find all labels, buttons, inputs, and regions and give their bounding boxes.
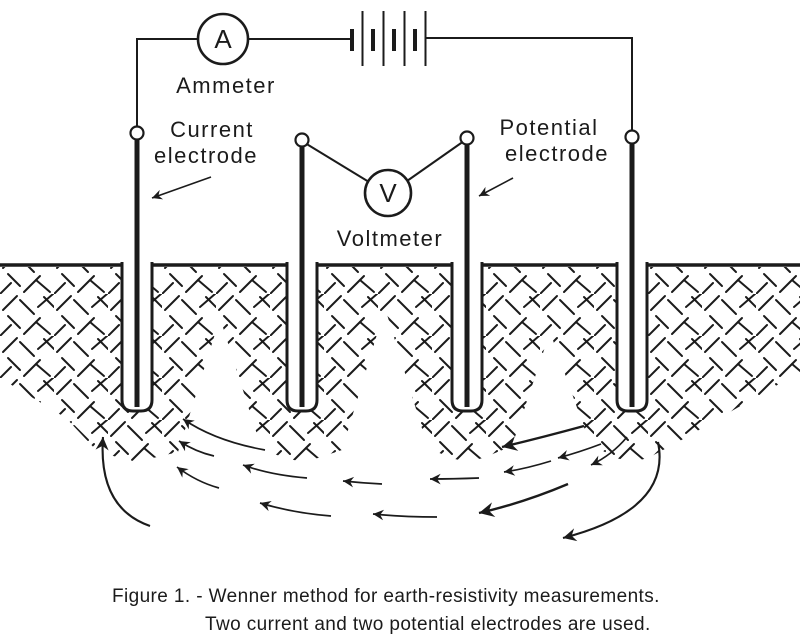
current-electrode-label-line2: electrode: [154, 143, 258, 168]
potential-electrode-pointer-arrow: [478, 177, 514, 197]
figure-caption-line2: Two current and two potential electrodes…: [205, 614, 651, 635]
ammeter-symbol: A: [214, 24, 232, 54]
voltmeter-left-wire: [304, 142, 370, 183]
figure-caption-line1: Figure 1. - Wenner method for earth-resi…: [112, 586, 660, 607]
potential-electrode-label-line2: electrode: [505, 141, 609, 166]
current-flow-arrow: [178, 440, 215, 457]
voltmeter: V Voltmeter: [337, 168, 443, 251]
battery-icon: [350, 11, 427, 66]
terminal-node: [624, 129, 640, 145]
current-flow-arrow: [372, 509, 438, 521]
voltmeter-icon: [363, 168, 413, 218]
current-flow-arrow: [478, 482, 569, 517]
current-electrode-label: Current electrode: [151, 117, 258, 200]
current-flow-arrow: [590, 436, 628, 466]
potential-electrode-label-line1: Potential: [499, 115, 598, 140]
current-flow-arrow: [242, 463, 308, 479]
current-flow-arrow: [562, 441, 661, 542]
circuit-wires: [136, 37, 633, 183]
terminal-node: [129, 125, 145, 141]
ammeter-label: Ammeter: [176, 73, 276, 98]
current-flow-arrow: [176, 466, 220, 489]
current-flow-arrow: [557, 443, 602, 461]
terminals: [129, 125, 640, 148]
current-flow-arrow: [429, 473, 480, 485]
current-flow-arrow: [95, 436, 151, 527]
current-electrode-pointer-arrow: [151, 176, 212, 200]
ammeter-icon: [196, 12, 250, 66]
current-flow-arrow: [259, 500, 332, 517]
current-flow-arrow: [342, 476, 383, 488]
current-flow-arrows: [95, 418, 661, 542]
current-flow-arrow: [501, 424, 585, 451]
terminal-node: [294, 132, 310, 148]
left-circuit-wire: [136, 38, 198, 133]
current-electrode-label-line1: Current: [170, 117, 254, 142]
ground-hatch: [0, 267, 800, 462]
voltmeter-label: Voltmeter: [337, 226, 443, 251]
current-flow-arrow: [182, 418, 266, 451]
terminal-node: [459, 130, 475, 146]
potential-electrode-label: Potential electrode: [478, 115, 609, 197]
voltmeter-symbol: V: [379, 178, 397, 208]
electrode-rods: [134, 135, 635, 407]
voltmeter-right-wire: [406, 140, 465, 182]
current-flow-arrow: [503, 460, 552, 476]
battery-to-right-wire: [426, 37, 633, 131]
figure-caption: Figure 1. - Wenner method for earth-resi…: [112, 586, 660, 635]
ammeter: A Ammeter: [176, 12, 276, 98]
